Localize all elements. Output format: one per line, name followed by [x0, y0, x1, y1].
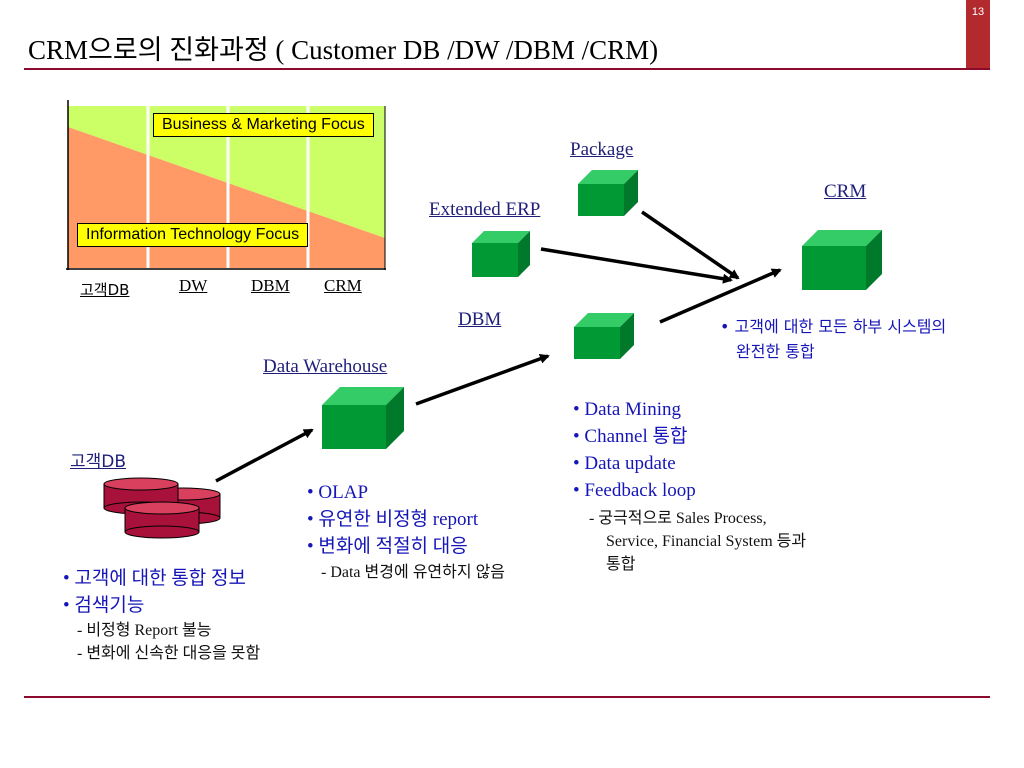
crm-label: CRM: [824, 181, 867, 202]
customer-db-sub-notes: - 비정형 Report 불능 - 변화에 신속한 대응을 못함: [77, 619, 260, 665]
customer-db-bullet-info: • 고객에 대한 통합 정보: [63, 568, 246, 589]
dw-notes: • OLAP • 유연한 비정형 report • 변화에 적절히 대응: [307, 479, 478, 560]
extended-erp-label: Extended ERP: [429, 199, 541, 220]
stage-label-dw: DW: [179, 276, 208, 295]
stage-label-customer-db: 고객DB: [80, 281, 130, 299]
dbm-cube: [574, 313, 634, 359]
arrow-package-to-crm: [641, 210, 740, 280]
customer-db-cylinders: [103, 477, 221, 539]
dbm-bullet-data-update: • Data update: [573, 453, 676, 474]
customer-db-label: 고객DB: [70, 452, 127, 472]
arrow-dw-to-dbm: [415, 354, 550, 406]
stage-label-dbm: DBM: [251, 276, 290, 295]
arrow-erp-to-crm: [540, 247, 733, 284]
customer-db-sub-1: - 비정형 Report 불능: [77, 622, 212, 639]
dbm-notes: • Data Mining • Channel 통합 • Data update…: [573, 396, 696, 504]
crm-note-line-2: 완전한 통합: [736, 342, 815, 361]
dbm-bullet-data-mining: • Data Mining: [573, 399, 681, 420]
dbm-sub-line-3: 통합: [606, 556, 636, 573]
dbm-bullet-feedback-loop: • Feedback loop: [573, 480, 696, 501]
page-number-box: 13: [966, 0, 990, 68]
extended-erp-cube: [472, 231, 530, 277]
dbm-sub-line-1: - 궁극적으로 Sales Process,: [589, 510, 767, 527]
stage-label-crm: CRM: [324, 276, 362, 295]
data-warehouse-label: Data Warehouse: [263, 356, 388, 377]
customer-db-notes: • 고객에 대한 통합 정보 • 검색기능: [63, 565, 246, 619]
package-label: Package: [570, 139, 634, 160]
arrow-db-to-dw: [215, 428, 314, 483]
page-title: CRM으로의 진화과정 ( Customer DB /DW /DBM /CRM): [28, 35, 659, 65]
dbm-bullet-channel: • Channel 통합: [573, 426, 688, 447]
customer-db-sub-2: - 변화에 신속한 대응을 못함: [77, 645, 261, 662]
bottom-divider: [24, 696, 990, 698]
business-focus-label: Business & Marketing Focus: [153, 113, 374, 137]
crm-notes: • 고객에 대한 모든 하부 시스템의 완전한 통합: [720, 314, 946, 364]
dw-sub-note: - Data 변경에 유연하지 않음: [321, 564, 506, 581]
crm-cube: [802, 230, 882, 290]
dw-bullet-olap: • OLAP: [307, 482, 369, 503]
dw-bullet-report: • 유연한 비정형 report: [307, 509, 479, 530]
dbm-sub-line-2: Service, Financial System 등과: [606, 533, 807, 550]
crm-note-line-1: • 고객에 대한 모든 하부 시스템의: [720, 317, 947, 336]
package-cube: [578, 170, 638, 216]
customer-db-bullet-search: • 검색기능: [63, 595, 145, 616]
dbm-label: DBM: [458, 309, 502, 330]
arrow-dbm-to-crm: [659, 268, 782, 324]
top-divider: [24, 68, 990, 70]
it-focus-label: Information Technology Focus: [77, 223, 309, 247]
page-number: 13: [971, 6, 985, 18]
data-warehouse-cube: [322, 387, 404, 449]
dbm-sub-note: - 궁극적으로 Sales Process, Service, Financia…: [589, 507, 806, 576]
dw-bullet-response: • 변화에 적절히 대응: [307, 536, 468, 557]
